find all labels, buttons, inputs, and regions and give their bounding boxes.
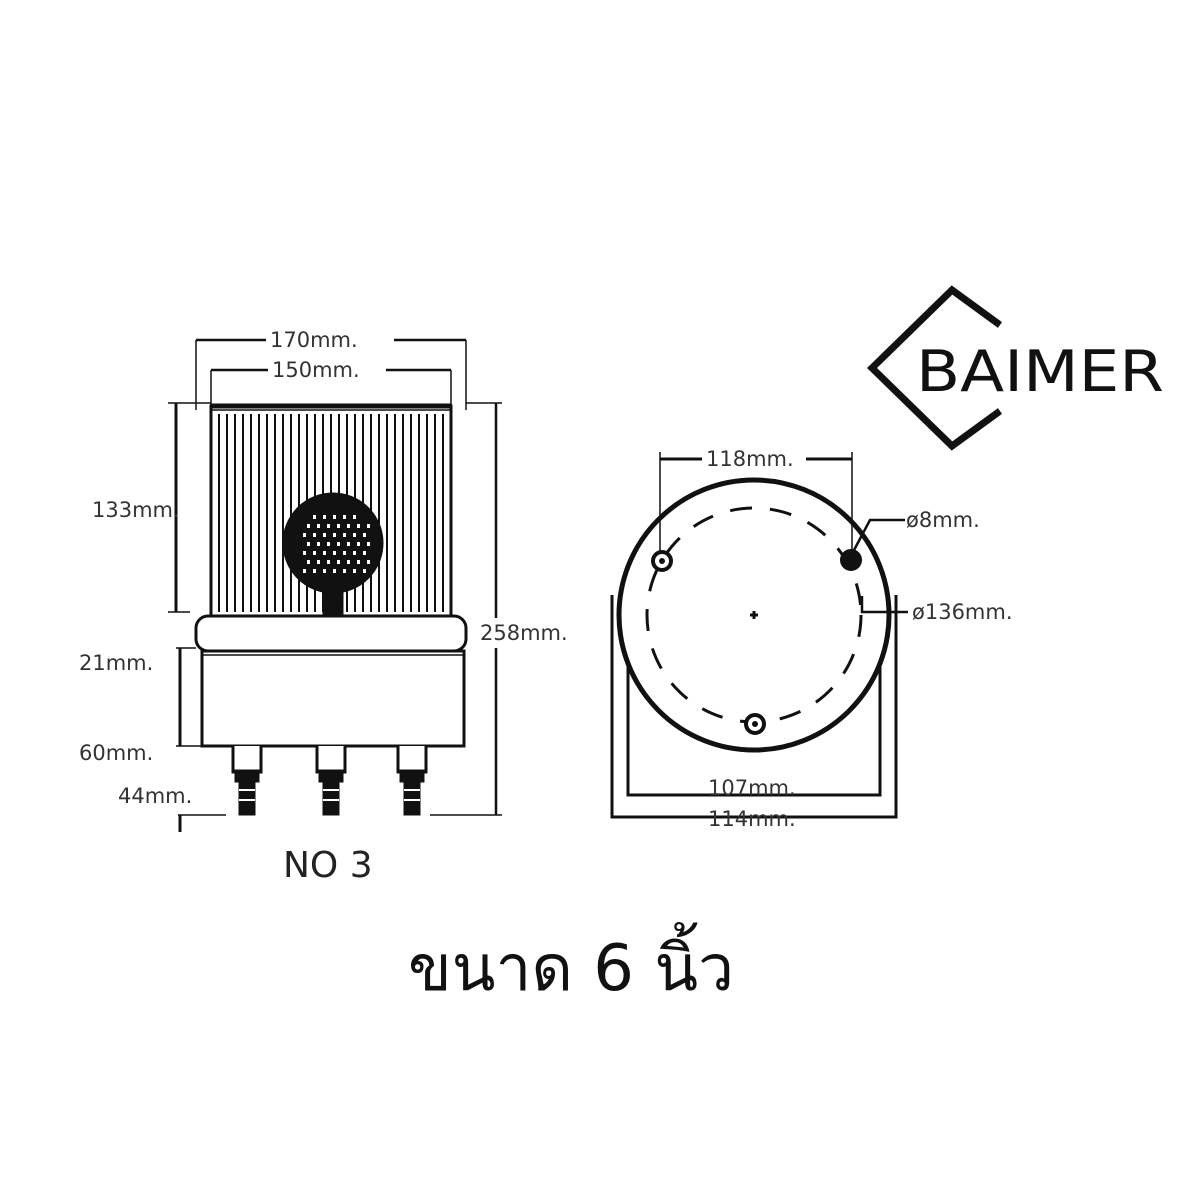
bulb-led-dot [313,551,316,555]
bulb-led-dot [327,524,330,528]
bulb-led-dot [327,542,330,546]
terminal-post [315,746,347,816]
bulb-led-dot [313,533,316,537]
bulb-dots [303,515,370,573]
bulb-led-dot [367,542,370,546]
bulb-led-dot [353,515,356,519]
bulb-led-dot [317,560,320,564]
brand-name: BAIMER [916,339,1164,405]
bulb-led-dot [347,560,350,564]
logo-diamond-left [866,285,1003,451]
bulb-led-dot [327,560,330,564]
bulb-led-dot [307,560,310,564]
bulb-led-dot [317,542,320,546]
bulb-led-dot [337,560,340,564]
bulb-led-dot [357,560,360,564]
bulb-led-dot [363,533,366,537]
bulb-led-dot [357,542,360,546]
bulb-led-dot [313,515,316,519]
bulb-led-dot [303,551,306,555]
bulb-led-dot [353,569,356,573]
dim-bracket-inner: 107mm. [708,776,796,800]
dim-base-height: 60mm. [79,741,153,765]
side-view-drawing [168,338,502,832]
bulb-led-dot [333,533,336,537]
bulb-led-dot [363,569,366,573]
side-view-caption: NO 3 [283,845,373,886]
bulb-led-dot [347,542,350,546]
base [200,649,466,748]
dim-hole-diameter: ø8mm. [906,508,980,532]
side-view-labels: 170mm. 150mm. 133mm. 258mm. 21mm. 60mm. … [79,328,568,886]
dim-bracket-outer: 114mm. [708,807,796,831]
bulb-led-dot [307,542,310,546]
bulb-led-dot [333,551,336,555]
dim-collar-height: 21mm. [79,651,153,675]
mount-hole-right [840,549,862,571]
bulb-led-dot [343,551,346,555]
brand-logo: BAIMER [866,285,1164,451]
collar [194,614,468,653]
bulb-led-dot [343,569,346,573]
bulb-led-dot [367,524,370,528]
mounting-bracket [610,595,898,819]
bulb-led-dot [337,542,340,546]
bulb-led-dot [307,524,310,528]
bulb-led-dot [353,551,356,555]
bulb-led-dot [357,524,360,528]
dim-width-lens: 150mm. [272,358,360,382]
top-view-labels: 118mm. ø8mm. ø136mm. 107mm. 114mm. [706,447,1013,831]
dim-lens-height: 133mm. [92,498,180,522]
bulb-led-dot [313,569,316,573]
terminals [231,746,428,816]
bulb-led-dot [323,569,326,573]
dim-total-height: 258mm. [480,621,568,645]
bulb-led-dot [353,533,356,537]
dim-width-outer: 170mm. [270,328,358,352]
size-label: ขนาด 6 นิ้ว [408,922,734,1006]
bulb-led-dot [367,560,370,564]
dim-hole-spacing: 118mm. [706,447,794,471]
bulb-led-dot [303,533,306,537]
bulb-led-dot [323,515,326,519]
bulb-led-dot [343,533,346,537]
dim-terminal-length: 44mm. [118,784,192,808]
bulb-led-dot [363,551,366,555]
bulb-led-dot [343,515,346,519]
bulb-led-dot [337,524,340,528]
bulb-led-dot [333,569,336,573]
center-mark [750,611,758,619]
bulb-led-dot [333,515,336,519]
top-view-drawing [610,452,908,819]
bulb-led-dot [317,524,320,528]
terminal-post [396,746,428,816]
bulb-led-dot [303,569,306,573]
bulb-led-dot [323,551,326,555]
bulb-led-dot [323,533,326,537]
dim-pitch-circle: ø136mm. [912,600,1013,624]
terminal-post [231,746,263,816]
bulb-led-dot [347,524,350,528]
